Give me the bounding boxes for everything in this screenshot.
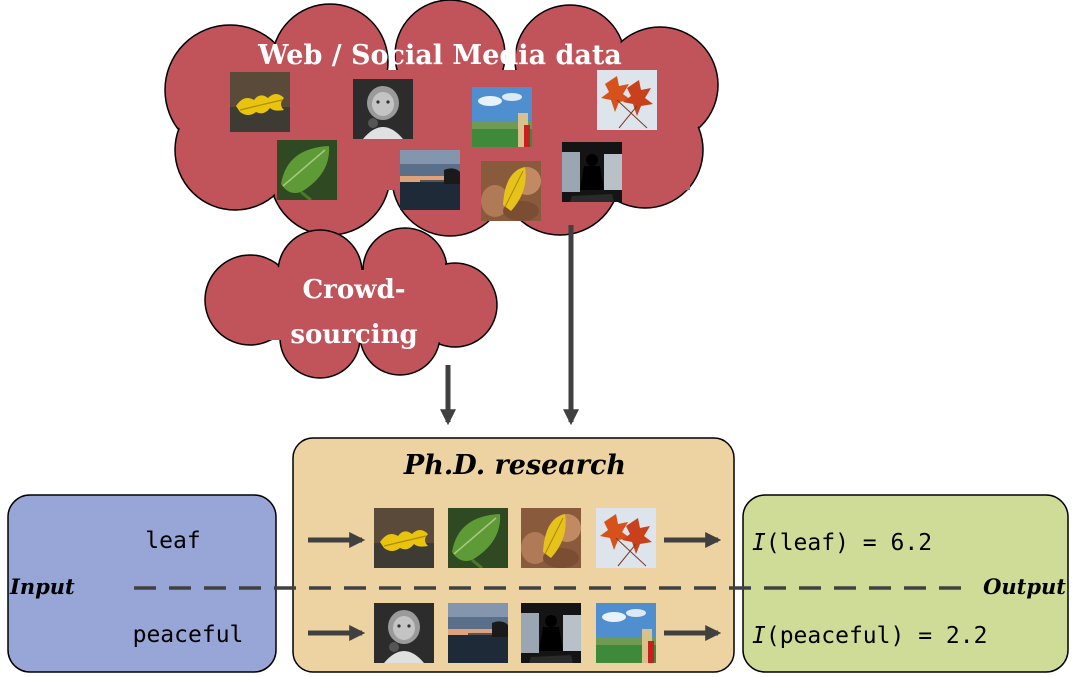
row-leaf-thumb-4 <box>596 508 656 568</box>
input-word-leaf: leaf <box>145 528 200 554</box>
output-label: Output <box>983 574 1066 599</box>
thumb-baby <box>353 79 413 139</box>
crowdsourcing-cloud: Crowd- sourcing <box>204 227 498 379</box>
input-word-peaceful: peaceful <box>133 622 244 648</box>
thumb-landscape <box>472 87 532 147</box>
thumb-yellow-leaf <box>230 72 290 132</box>
row-leaf-thumb-3 <box>521 508 581 568</box>
crowd-cloud-line1: Crowd- <box>302 275 405 305</box>
thumb-autumn-leaves <box>597 70 657 130</box>
row-leaf-thumb-2 <box>448 508 508 568</box>
row-peaceful-thumb-2 <box>448 603 508 663</box>
input-box: leaf peaceful <box>7 494 277 673</box>
thumb-leaf-on-rocks <box>481 161 541 221</box>
output-box: I(leaf) = 6.2 I(peaceful) = 2.2 <box>742 494 1069 673</box>
thumb-silhouette <box>562 142 622 202</box>
crowd-cloud-line2: sourcing <box>290 320 417 350</box>
output-line-peaceful: I(peaceful) = 2.2 <box>752 623 987 649</box>
row-peaceful-thumb-1 <box>374 603 434 663</box>
research-title: Ph.D. research <box>403 450 626 481</box>
row-peaceful-thumb-4 <box>596 603 656 663</box>
web-social-media-cloud: Web / Social Media data <box>164 0 719 237</box>
input-label: Input <box>9 574 75 599</box>
row-peaceful-thumb-3 <box>521 603 581 663</box>
thumb-lake-sunset <box>400 150 460 210</box>
row-leaf-thumb-1 <box>374 508 434 568</box>
web-cloud-title: Web / Social Media data <box>257 40 622 71</box>
output-line-leaf: I(leaf) = 6.2 <box>752 530 932 556</box>
thumb-green-leaf <box>277 140 337 200</box>
research-box: Ph.D. research <box>292 437 735 673</box>
